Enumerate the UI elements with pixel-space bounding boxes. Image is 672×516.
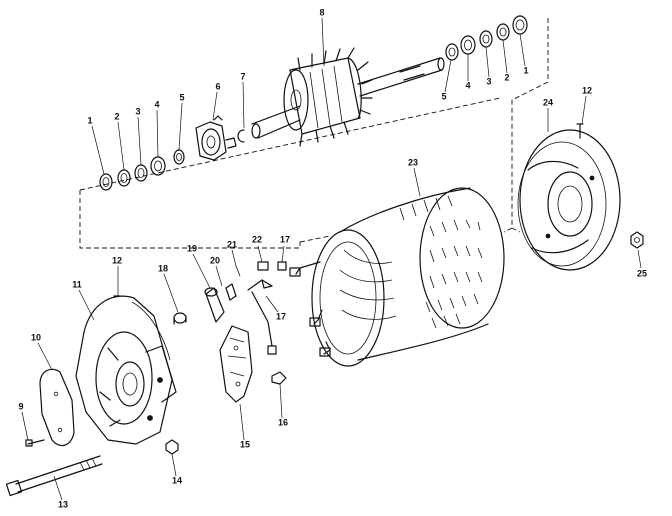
- leader-lines: [21, 17, 642, 501]
- callout-19: 19: [186, 243, 198, 254]
- callout-20: 20: [209, 255, 221, 266]
- callout-18: 18: [157, 263, 169, 274]
- callout-15: 15: [239, 439, 251, 450]
- callout-1-left: 1: [87, 115, 93, 126]
- callout-12-left: 12: [111, 255, 123, 266]
- right-end-bell: [517, 123, 621, 271]
- callout-5-right: 5: [441, 91, 447, 102]
- callout-17-lower: 17: [275, 311, 287, 322]
- rotor-assembly: [251, 47, 445, 147]
- callout-16: 16: [277, 417, 289, 428]
- callout-23: 23: [407, 157, 419, 168]
- callout-25: 25: [636, 268, 648, 279]
- callout-8: 8: [319, 7, 325, 18]
- callout-14: 14: [171, 475, 183, 486]
- callout-5-left: 5: [179, 92, 185, 103]
- callout-10: 10: [30, 332, 42, 343]
- stator-housing: [289, 187, 505, 367]
- left-end-bell: [75, 295, 177, 445]
- callout-22: 22: [251, 234, 263, 245]
- callout-7: 7: [240, 71, 246, 82]
- callout-4-left: 4: [154, 99, 160, 110]
- assembly-guide-lines: [79, 18, 549, 249]
- left-washers: [99, 149, 185, 191]
- callout-21: 21: [226, 239, 238, 250]
- switch-plate: [219, 325, 287, 403]
- callout-17-upper: 17: [279, 234, 291, 245]
- through-bolt: [5, 439, 179, 497]
- callout-3-left: 3: [135, 106, 141, 117]
- callout-6: 6: [215, 81, 221, 92]
- terminal-leads: [235, 261, 287, 355]
- nut: [630, 231, 644, 249]
- end-cover: [39, 368, 75, 447]
- capacitor-parts: [173, 283, 237, 325]
- callout-4-right: 4: [465, 80, 471, 91]
- callout-2-left: 2: [114, 111, 120, 122]
- callout-24: 24: [542, 97, 554, 108]
- bearing-assembly: [195, 115, 245, 161]
- callout-12-right: 12: [581, 85, 593, 96]
- callout-13: 13: [57, 499, 69, 510]
- callout-9: 9: [18, 401, 24, 412]
- callout-1-right: 1: [523, 65, 529, 76]
- callout-2-right: 2: [504, 72, 510, 83]
- callout-3-right: 3: [486, 76, 492, 87]
- callout-11: 11: [72, 279, 82, 290]
